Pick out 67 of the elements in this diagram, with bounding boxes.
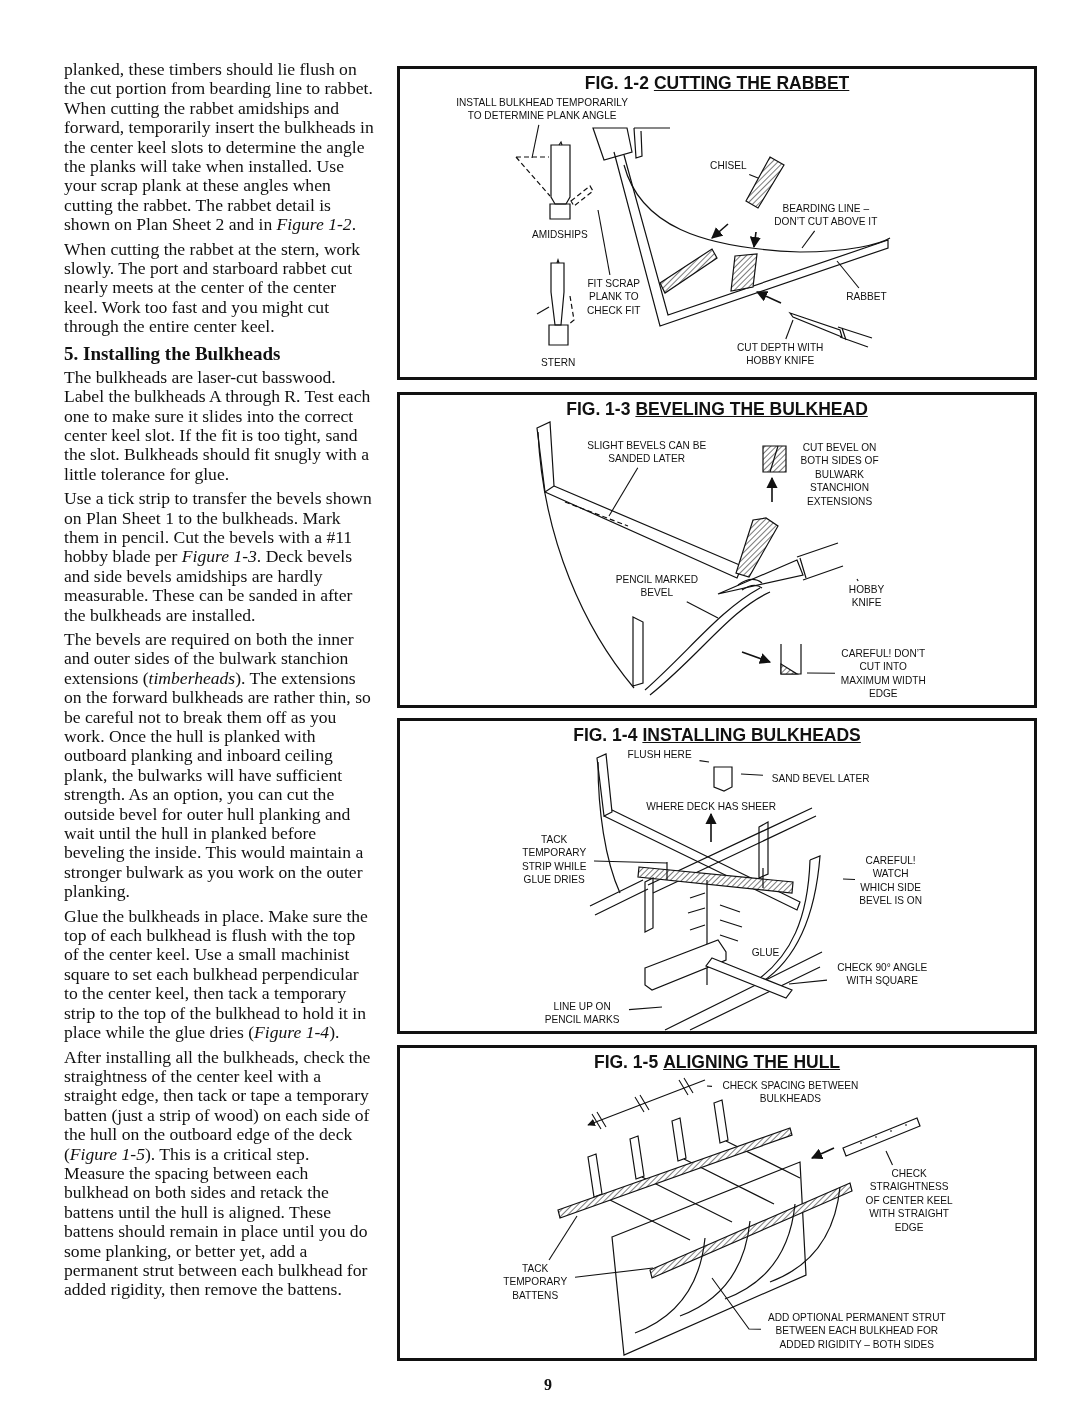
leader-line	[711, 1277, 762, 1330]
callout-text: TACK TEMPORARY STRIP WHILE GLUE DRIES	[516, 833, 592, 887]
callout-text: SAND BEVEL LATER	[765, 772, 877, 786]
leader-line	[788, 979, 828, 985]
callout-text: BEARDING LINE – DON’T CUT ABOVE IT	[769, 202, 883, 229]
callout-text: CAREFUL! DON’T CUT INTO MAXIMUM WIDTH EDGE	[837, 647, 929, 701]
callout-text: INSTALL BULKHEAD TEMPORARILY TO DETERMINE PLANK ANGLE	[449, 96, 635, 123]
callout-text: FLUSH HERE	[622, 748, 698, 762]
page-number: 9	[543, 1376, 553, 1394]
drawing-label: AMIDSHIPS	[531, 228, 589, 242]
figure-number: FIG. 1-5	[593, 1052, 659, 1072]
callout-text: HOBBY KNIFE	[841, 583, 893, 610]
leader-line	[801, 230, 816, 249]
figure-panel	[397, 718, 1037, 1034]
leader-line	[686, 601, 719, 619]
callout-text: CHECK STRAIGHTNESS OF CENTER KEEL WITH STRAIGHT EDGE	[864, 1167, 954, 1235]
callout-text: CHECK SPACING BETWEEN BULKHEADS	[714, 1079, 866, 1106]
callout-text: PENCIL MARKED BEVEL	[607, 573, 707, 600]
figure-title: INSTALLING BULKHEADS	[642, 725, 861, 745]
callout-text: LINE UP ON PENCIL MARKS	[537, 1000, 627, 1027]
leader-line	[885, 1150, 894, 1166]
body-paragraph: The bevels are required on both the inner and outer sides of the bulwark stanchion extensions (timberheads). The extensions on the forward bulkheads are rather thin, so be careful not to break them off as you work. Once the hull is planked with outboard planking and inboard ceiling plank, the bulwarks will have sufficient strength. As an option, you can cut the outside bevel for outer hull planking and wait until the hull in planked before beveling the inside. This would maintain a stronger bulwark as you work on the outer planking.	[64, 629, 372, 902]
leader-line	[806, 672, 836, 674]
callout-text: CHECK 90° ANGLE WITH SQUARE	[829, 961, 935, 988]
leader-line	[628, 1006, 663, 1011]
body-paragraph: The bulkheads are laser-cut basswood. Label the bulkheads A through R. Test each one to make sure it slides into the correct center keel slot. If the fit is too tight, sand the slot. Bulkheads should fit snugly with a little tolerance for glue.	[64, 367, 372, 485]
leader-line	[740, 773, 764, 776]
figure-title: ALIGNING THE HULL	[663, 1052, 841, 1072]
callout-text: CUT DEPTH WITH HOBBY KNIFE	[727, 341, 833, 368]
drawing-label: STERN	[539, 356, 577, 370]
callout-text: SLIGHT BEVELS CAN BE SANDED LATER	[576, 439, 718, 466]
figure-number: FIG. 1-2	[584, 73, 649, 93]
figure-number: FIG. 1-4	[573, 725, 638, 745]
figure-panel	[397, 66, 1037, 380]
leader-line	[597, 209, 611, 276]
leader-line	[785, 319, 794, 340]
leader-line	[574, 1267, 654, 1278]
callout-text: FIT SCRAP PLANK TO CHECK FIT	[579, 277, 649, 318]
callout-text: CAREFUL! WATCH WHICH SIDE BEVEL IS ON	[857, 854, 925, 908]
figure-title: BEVELING THE BULKHEAD	[635, 399, 868, 419]
body-paragraph: Glue the bulkheads in place. Make sure the top of each bulkhead is flush with the top of the center keel. Use a small machinist square to set each bulkhead perpendicular to the center keel, then tack a temporary strip to the top of the bulkhead to hold it in place while the glue dries (Figure 1-4).	[64, 906, 369, 1043]
drawing-label: CUT BEVEL ON BOTH SIDES OF BULWARK STANCHION EXTENSIONS	[799, 441, 881, 509]
body-paragraph: planked, these timbers should lie flush on the cut portion from bearding line to rabbet. When cutting the rabbet amidships and forward, temporarily insert the bulkheads in the center keel slots to determine the angle the planks will take when installed. Use your scrap plank at these angles when cutting the rabbet. The rabbet detail is shown on Plan Sheet 2 and in Figure 1-2.	[64, 60, 374, 235]
body-paragraph: When cutting the rabbet at the stern, work slowly. The port and starboard rabbet cut nearly meets at the center of the center keel. Work too fast and you might cut through the entire center keel.	[64, 239, 362, 337]
leader-line	[593, 860, 668, 864]
leader-line	[836, 260, 860, 289]
callout-text: ADD OPTIONAL PERMANENT STRUT BETWEEN EACH BULKHEAD FOR ADDED RIGIDITY – BOTH SIDES	[763, 1311, 951, 1352]
callout-text: RABBET	[841, 290, 891, 304]
leader-line	[548, 1215, 578, 1261]
body-paragraph: Use a tick strip to transfer the bevels shown on Plan Sheet 1 to the bulkheads. Mark them in pencil. Cut the bevels with a #11 hobby blade per Figure 1-3. Deck bevels and side bevels amidships are hardly measurable. These can be sanded in after the bulkheads are installed.	[64, 489, 373, 625]
figure-panel	[397, 392, 1037, 708]
leader-line	[842, 878, 856, 880]
leader-line	[856, 578, 859, 582]
leader-line	[748, 173, 759, 179]
leader-line	[608, 467, 639, 517]
leader-line	[698, 760, 710, 763]
body-paragraph: After installing all the bulkheads, check the straightness of the center keel with a straight edge, then tack or tape a temporary batten (just a strip of wood) on each side of the hull on the outboard edge of the deck (Figure 1-5). This is a critical step. Measure the spacing between each bulkhead on both sides and retack the battens until the hull is aligned. These battens should remain in place until you do some planking, or better yet, add a permanent strut between each bulkhead for added rigidity, then remove the battens.	[64, 1047, 372, 1300]
figure-title: CUTTING THE RABBET	[653, 73, 850, 93]
drawing-label: WHERE DECK HAS SHEER	[645, 800, 777, 814]
leader-line	[531, 124, 540, 159]
figure-number: FIG. 1-3	[566, 399, 631, 419]
callout-text: TACK TEMPORARY BATTENS	[497, 1262, 573, 1303]
section-heading: 5. Installing the Bulkheads	[64, 342, 282, 365]
leader-line	[706, 1085, 713, 1087]
callout-text: CHISEL	[703, 159, 753, 173]
figure-panel	[397, 1045, 1037, 1361]
drawing-label: GLUE	[750, 946, 780, 960]
